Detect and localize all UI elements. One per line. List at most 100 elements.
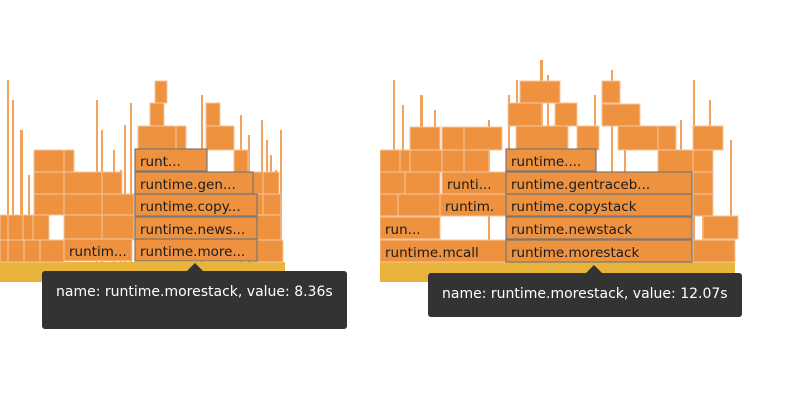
right-frame-1 [399, 149, 411, 173]
right-frame-19 [601, 103, 641, 127]
right-frame-box-9 [505, 148, 597, 172]
right-frame-label-8: runtime.gentraceb... [511, 177, 650, 193]
right-frame-13 [507, 102, 543, 127]
left-frame-6 [23, 239, 41, 263]
right-frame-0 [380, 149, 401, 173]
left-frame-label-5: runt... [140, 154, 181, 170]
left-sliver-0 [7, 80, 9, 262]
left-frame-0 [0, 214, 9, 241]
left-labeled-frame-1: runtime.more... [134, 238, 258, 262]
right-frame-2 [409, 149, 443, 173]
right-frame-25 [692, 193, 714, 217]
left-labeled-frame-4: runtime.gen... [134, 171, 254, 195]
right-frame-18 [601, 80, 621, 104]
right-frame-14 [515, 125, 569, 151]
left-frame-12 [63, 171, 103, 195]
left-frame-1 [7, 214, 24, 241]
left-frame-label-2: runtime.news... [140, 222, 245, 238]
left-labeled-frame-5: runt... [134, 148, 208, 172]
right-labeled-frame-6: runtime.copystack [505, 193, 693, 217]
right-sliver-11 [611, 70, 613, 262]
flamegraph-right-svg: runtime.mcall runtime.morestack run... runt… [380, 60, 739, 282]
left-frame-23 [205, 125, 235, 151]
left-frame-7 [39, 239, 65, 263]
left-frame-29 [262, 171, 280, 195]
left-frame-label-0: runtim... [69, 244, 127, 260]
right-labeled-frame-2: run... [380, 216, 441, 240]
flamegraph-panel-left: runtim... runtime.more... runtime.news... r… [0, 0, 380, 400]
left-frame-label-1: runtime.more... [140, 244, 245, 260]
right-frame-27 [692, 239, 736, 263]
right-frame-4 [404, 171, 441, 195]
left-frame-21 [175, 125, 187, 151]
left-frame-box-5 [134, 148, 208, 172]
right-sliver-17 [730, 140, 732, 262]
right-frame-label-6: runtime.copystack [511, 199, 637, 215]
flamegraph-panel-right: runtime.mcall runtime.morestack run... runt… [380, 0, 792, 400]
left-labeled-frame-2: runtime.news... [134, 216, 258, 240]
flamegraph-right: runtime.mcall runtime.morestack run... runt… [380, 0, 792, 400]
left-frame-25 [252, 171, 264, 195]
right-frame-8 [409, 126, 441, 151]
left-frame-label-4: runtime.gen... [140, 177, 236, 193]
right-frame-label-3: runtim. [445, 199, 494, 215]
right-labeled-frame-1: runtime.morestack [505, 239, 693, 263]
tooltip-right: name: runtime.morestack, value: 12.07s [428, 265, 742, 317]
left-frame-13 [63, 193, 103, 216]
tooltip-right-text: name: runtime.morestack, value: 12.07s [442, 286, 728, 302]
right-frame-15 [519, 80, 561, 104]
left-frame-15 [101, 171, 123, 195]
left-frame-8 [33, 149, 65, 173]
right-frame-28 [692, 125, 724, 151]
flamegraph-left: runtim... runtime.more... runtime.news... r… [0, 0, 380, 400]
left-frame-11 [63, 149, 75, 173]
left-frame-box-2 [134, 216, 258, 240]
left-frame-10 [33, 193, 65, 216]
tooltip-left-text: name: runtime.morestack, value: 8.36s [56, 284, 333, 300]
right-frame-24 [692, 171, 714, 195]
right-frame-9 [441, 126, 465, 151]
left-sliver-2 [20, 130, 23, 262]
right-labeled-frame-7: runti... [441, 171, 507, 195]
right-frame-10 [441, 149, 465, 173]
left-frame-16 [101, 193, 135, 216]
right-frame-box-1 [505, 239, 693, 263]
right-frame-label-0: runtime.mcall [385, 245, 479, 261]
right-frame-label-1: runtime.morestack [511, 245, 639, 261]
left-frame-18 [137, 125, 177, 151]
left-frame-2 [22, 214, 34, 241]
left-frame-4 [0, 239, 9, 263]
left-frame-box-4 [134, 171, 254, 195]
left-frame-14 [63, 214, 103, 241]
left-frame-9 [33, 171, 65, 195]
left-frame-label-3: runtime.copy... [140, 199, 241, 215]
left-frame-24 [233, 149, 249, 173]
right-frame-label-7: runti... [447, 177, 492, 193]
right-frame-11 [463, 149, 490, 173]
left-frame-box-0 [63, 238, 133, 262]
right-frame-6 [397, 193, 441, 217]
right-frame-12 [463, 126, 503, 151]
right-frame-label-4: runtime.newstack [511, 222, 632, 238]
right-frame-17 [576, 125, 600, 151]
right-frame-box-2 [380, 216, 441, 240]
left-labeled-frame-0: runtim... [63, 238, 133, 262]
left-labeled-frame-3: runtime.copy... [134, 193, 258, 217]
left-frame-22 [205, 102, 221, 127]
right-frame-3 [380, 171, 406, 195]
right-frame-20 [617, 125, 659, 151]
left-sliver-9 [130, 103, 132, 262]
right-frame-box-4 [505, 216, 693, 240]
flamegraph-left-svg: runtim... runtime.more... runtime.news... r… [0, 80, 285, 282]
left-frame-30 [262, 193, 282, 216]
right-frame-label-2: run... [385, 222, 421, 238]
right-frame-21 [657, 125, 677, 151]
left-frame-5 [7, 239, 25, 263]
right-frame-23 [692, 149, 714, 173]
left-frame-17 [101, 214, 135, 241]
right-labeled-frame-0: runtime.mcall [380, 239, 507, 263]
left-frame-20 [154, 80, 168, 104]
right-frame-5 [380, 193, 399, 217]
right-labeled-frame-8: runtime.gentraceb... [505, 171, 693, 195]
left-frame-3 [32, 214, 50, 241]
